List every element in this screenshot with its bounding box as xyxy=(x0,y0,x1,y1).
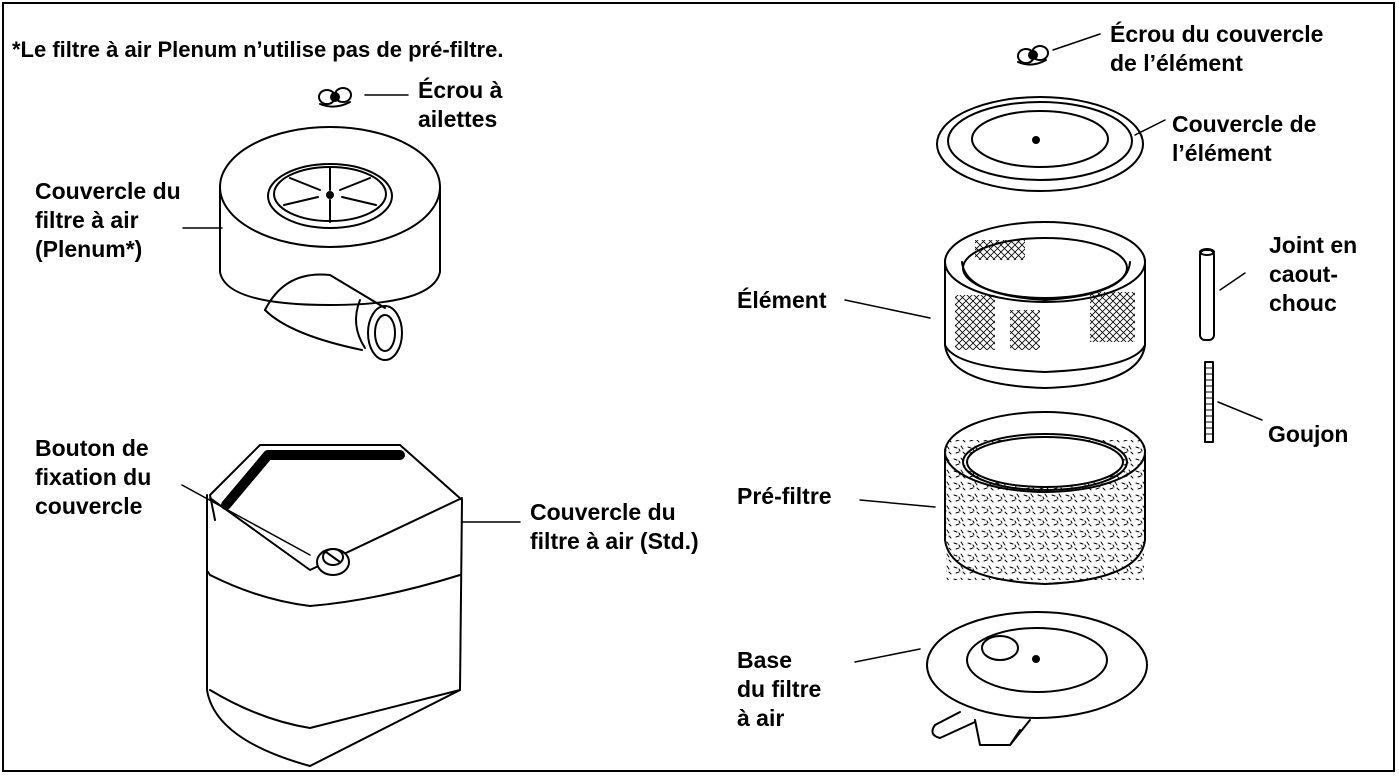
prefilter-drawing xyxy=(944,411,1146,585)
label-element: Élément xyxy=(737,287,827,313)
label-wing-nut: Écrou à ailettes xyxy=(418,77,503,132)
label-prefilter: Pré-filtre xyxy=(737,483,832,509)
stud-drawing xyxy=(1204,361,1214,443)
element-drawing xyxy=(944,221,1146,389)
label-base: Base du filtre à air xyxy=(737,647,822,731)
label-plenum-cover: Couvercle du filtre à air (Plenum*) xyxy=(35,178,181,262)
label-stud: Goujon xyxy=(1268,421,1349,447)
element-cover-drawing xyxy=(936,96,1144,192)
leader-lines xyxy=(181,33,1263,663)
label-element-cover-nut: Écrou du couvercle de l’élément xyxy=(1110,21,1324,76)
label-knob: Bouton de fixation du couvercle xyxy=(35,435,152,519)
label-std-cover: Couvercle du filtre à air (Std.) xyxy=(530,499,699,554)
footnote: *Le filtre à air Plenum n’utilise pas de… xyxy=(12,37,504,62)
wing-nut-icon xyxy=(318,87,352,108)
label-rubber-seal: Joint en caout- chouc xyxy=(1269,232,1358,316)
plenum-cover-drawing xyxy=(219,126,441,361)
std-cover-drawing xyxy=(206,444,463,767)
element-cover-nut-icon xyxy=(1017,45,1049,66)
rubber-seal-drawing xyxy=(1199,248,1215,341)
base-drawing xyxy=(926,611,1148,746)
label-element-cover: Couvercle de l’élément xyxy=(1172,111,1317,166)
